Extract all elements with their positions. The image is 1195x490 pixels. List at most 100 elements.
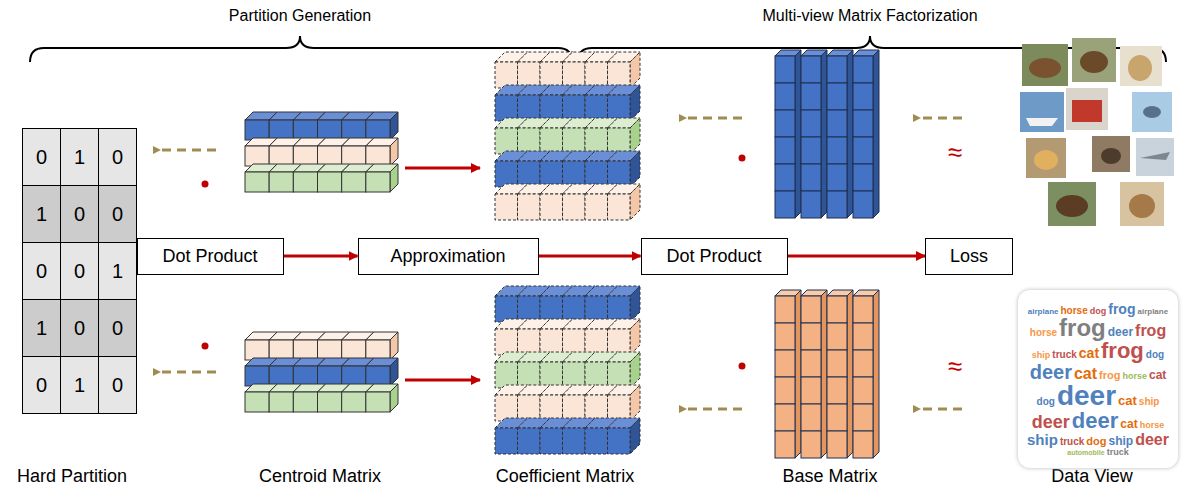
coefficient-slab <box>495 385 640 421</box>
word-cloud-word: ship <box>1032 351 1051 360</box>
matrix-cell-shape <box>563 395 586 421</box>
matrix-cell-shape <box>585 194 608 220</box>
base-column <box>827 290 853 458</box>
matrix-cell-shape <box>775 164 795 191</box>
word-cloud-word: deer <box>1135 432 1169 448</box>
word-cloud-word: frog <box>1108 302 1135 316</box>
matrix-cell-shape <box>853 404 873 431</box>
matrix-cell-shape <box>608 329 631 355</box>
word-cloud-word: cat <box>1120 418 1137 430</box>
base-column <box>853 290 879 458</box>
matrix-cell-shape <box>608 428 631 454</box>
slab-side <box>630 184 640 220</box>
matrix-cell: 1 <box>60 356 99 414</box>
matrix-cell-shape <box>495 395 518 421</box>
thumbnail <box>1072 38 1116 82</box>
word-cloud-word: deer <box>1072 410 1118 432</box>
component-caption: Data View <box>1051 466 1133 487</box>
matrix-cell-shape <box>518 428 541 454</box>
thumbnail-shape <box>1072 100 1102 122</box>
word-cloud-word: frog <box>1099 370 1120 381</box>
thumbnail <box>1120 182 1164 226</box>
matrix-cell-shape <box>585 128 608 154</box>
matrix-cell-shape <box>245 366 269 386</box>
word-cloud-word: ship <box>1109 435 1134 447</box>
word-cloud-word: dog <box>1146 350 1164 360</box>
matrix-cell-shape <box>585 329 608 355</box>
matrix-cell-shape <box>585 428 608 454</box>
matrix-cell-shape <box>366 146 390 166</box>
word-cloud-word: cat <box>1079 346 1099 360</box>
matrix-cell-shape <box>827 296 847 323</box>
cell-value: 0 <box>36 260 47 283</box>
matrix-cell-shape <box>293 340 317 360</box>
component-caption: Hard Partition <box>17 466 127 487</box>
matrix-cell-shape <box>495 128 518 154</box>
matrix-cell-shape <box>342 120 366 140</box>
matrix-cell-shape <box>775 56 795 83</box>
matrix-cell-shape <box>585 161 608 187</box>
product-dot <box>202 343 209 350</box>
cell-value: 1 <box>74 374 85 397</box>
matrix-cell-shape <box>366 340 390 360</box>
word-cloud-word: ship <box>1027 432 1058 447</box>
matrix-cell-shape <box>563 296 586 322</box>
matrix-cell: 0 <box>98 356 137 414</box>
matrix-cell-shape <box>585 95 608 121</box>
box-label: Dot Product <box>162 246 257 267</box>
matrix-cell-shape <box>801 56 821 83</box>
word-cloud-word: deer <box>1032 413 1070 431</box>
thumbnail <box>1048 182 1096 226</box>
matrix-cell-shape <box>342 340 366 360</box>
dashed-arrow <box>920 408 962 411</box>
matrix-cell-shape <box>608 296 631 322</box>
dashed-arrow <box>686 408 742 411</box>
matrix-cell-shape <box>853 164 873 191</box>
matrix-cell-shape <box>366 172 390 192</box>
thumbnail-shape <box>1026 118 1058 126</box>
coefficient-slab <box>495 286 640 322</box>
matrix-cell-shape <box>801 137 821 164</box>
matrix-cell-shape <box>540 161 563 187</box>
word-cloud: airplanehorsedogfrogairplanehorsefrogdee… <box>1018 290 1178 468</box>
matrix-cell-shape <box>318 146 342 166</box>
matrix-cell-shape <box>518 161 541 187</box>
matrix-cell-shape <box>495 194 518 220</box>
matrix-cell-shape <box>775 296 795 323</box>
word-cloud-word: frog <box>1101 340 1144 362</box>
matrix-cell-shape <box>245 172 269 192</box>
word-cloud-word: frog <box>1059 316 1106 340</box>
process-box: Loss <box>925 238 1013 275</box>
component-caption: Centroid Matrix <box>259 466 381 487</box>
cell-value: 0 <box>36 374 47 397</box>
matrix-cell-shape <box>801 350 821 377</box>
base-column <box>853 50 879 218</box>
matrix-cell-shape <box>608 161 631 187</box>
matrix-cell-shape <box>775 110 795 137</box>
thumbnail <box>1132 92 1172 132</box>
slab-side <box>630 118 640 154</box>
matrix-cell-shape <box>245 392 269 412</box>
word-cloud-word: dog <box>1086 436 1106 447</box>
matrix-cell-shape <box>853 323 873 350</box>
dashed-arrow <box>686 117 742 120</box>
column-side <box>847 50 853 218</box>
matrix-cell-shape <box>518 329 541 355</box>
cell-value: 1 <box>74 146 85 169</box>
product-dot <box>739 155 746 162</box>
matrix-cell-shape <box>801 404 821 431</box>
centroid-slab <box>245 384 398 412</box>
matrix-cell-shape <box>518 362 541 388</box>
column-side <box>873 50 879 218</box>
matrix-cell-shape <box>342 146 366 166</box>
section-title: Multi-view Matrix Factorization <box>762 7 977 25</box>
box-label: Dot Product <box>666 246 761 267</box>
cell-value: 0 <box>74 260 85 283</box>
thumbnail-shape <box>1034 150 1058 170</box>
matrix-cell-shape <box>563 329 586 355</box>
matrix-cell-shape <box>540 428 563 454</box>
matrix-cell-shape <box>775 431 795 458</box>
centroid-slab <box>245 358 398 386</box>
word-cloud-word: horse <box>1140 421 1165 430</box>
flow-arrow <box>284 255 358 258</box>
